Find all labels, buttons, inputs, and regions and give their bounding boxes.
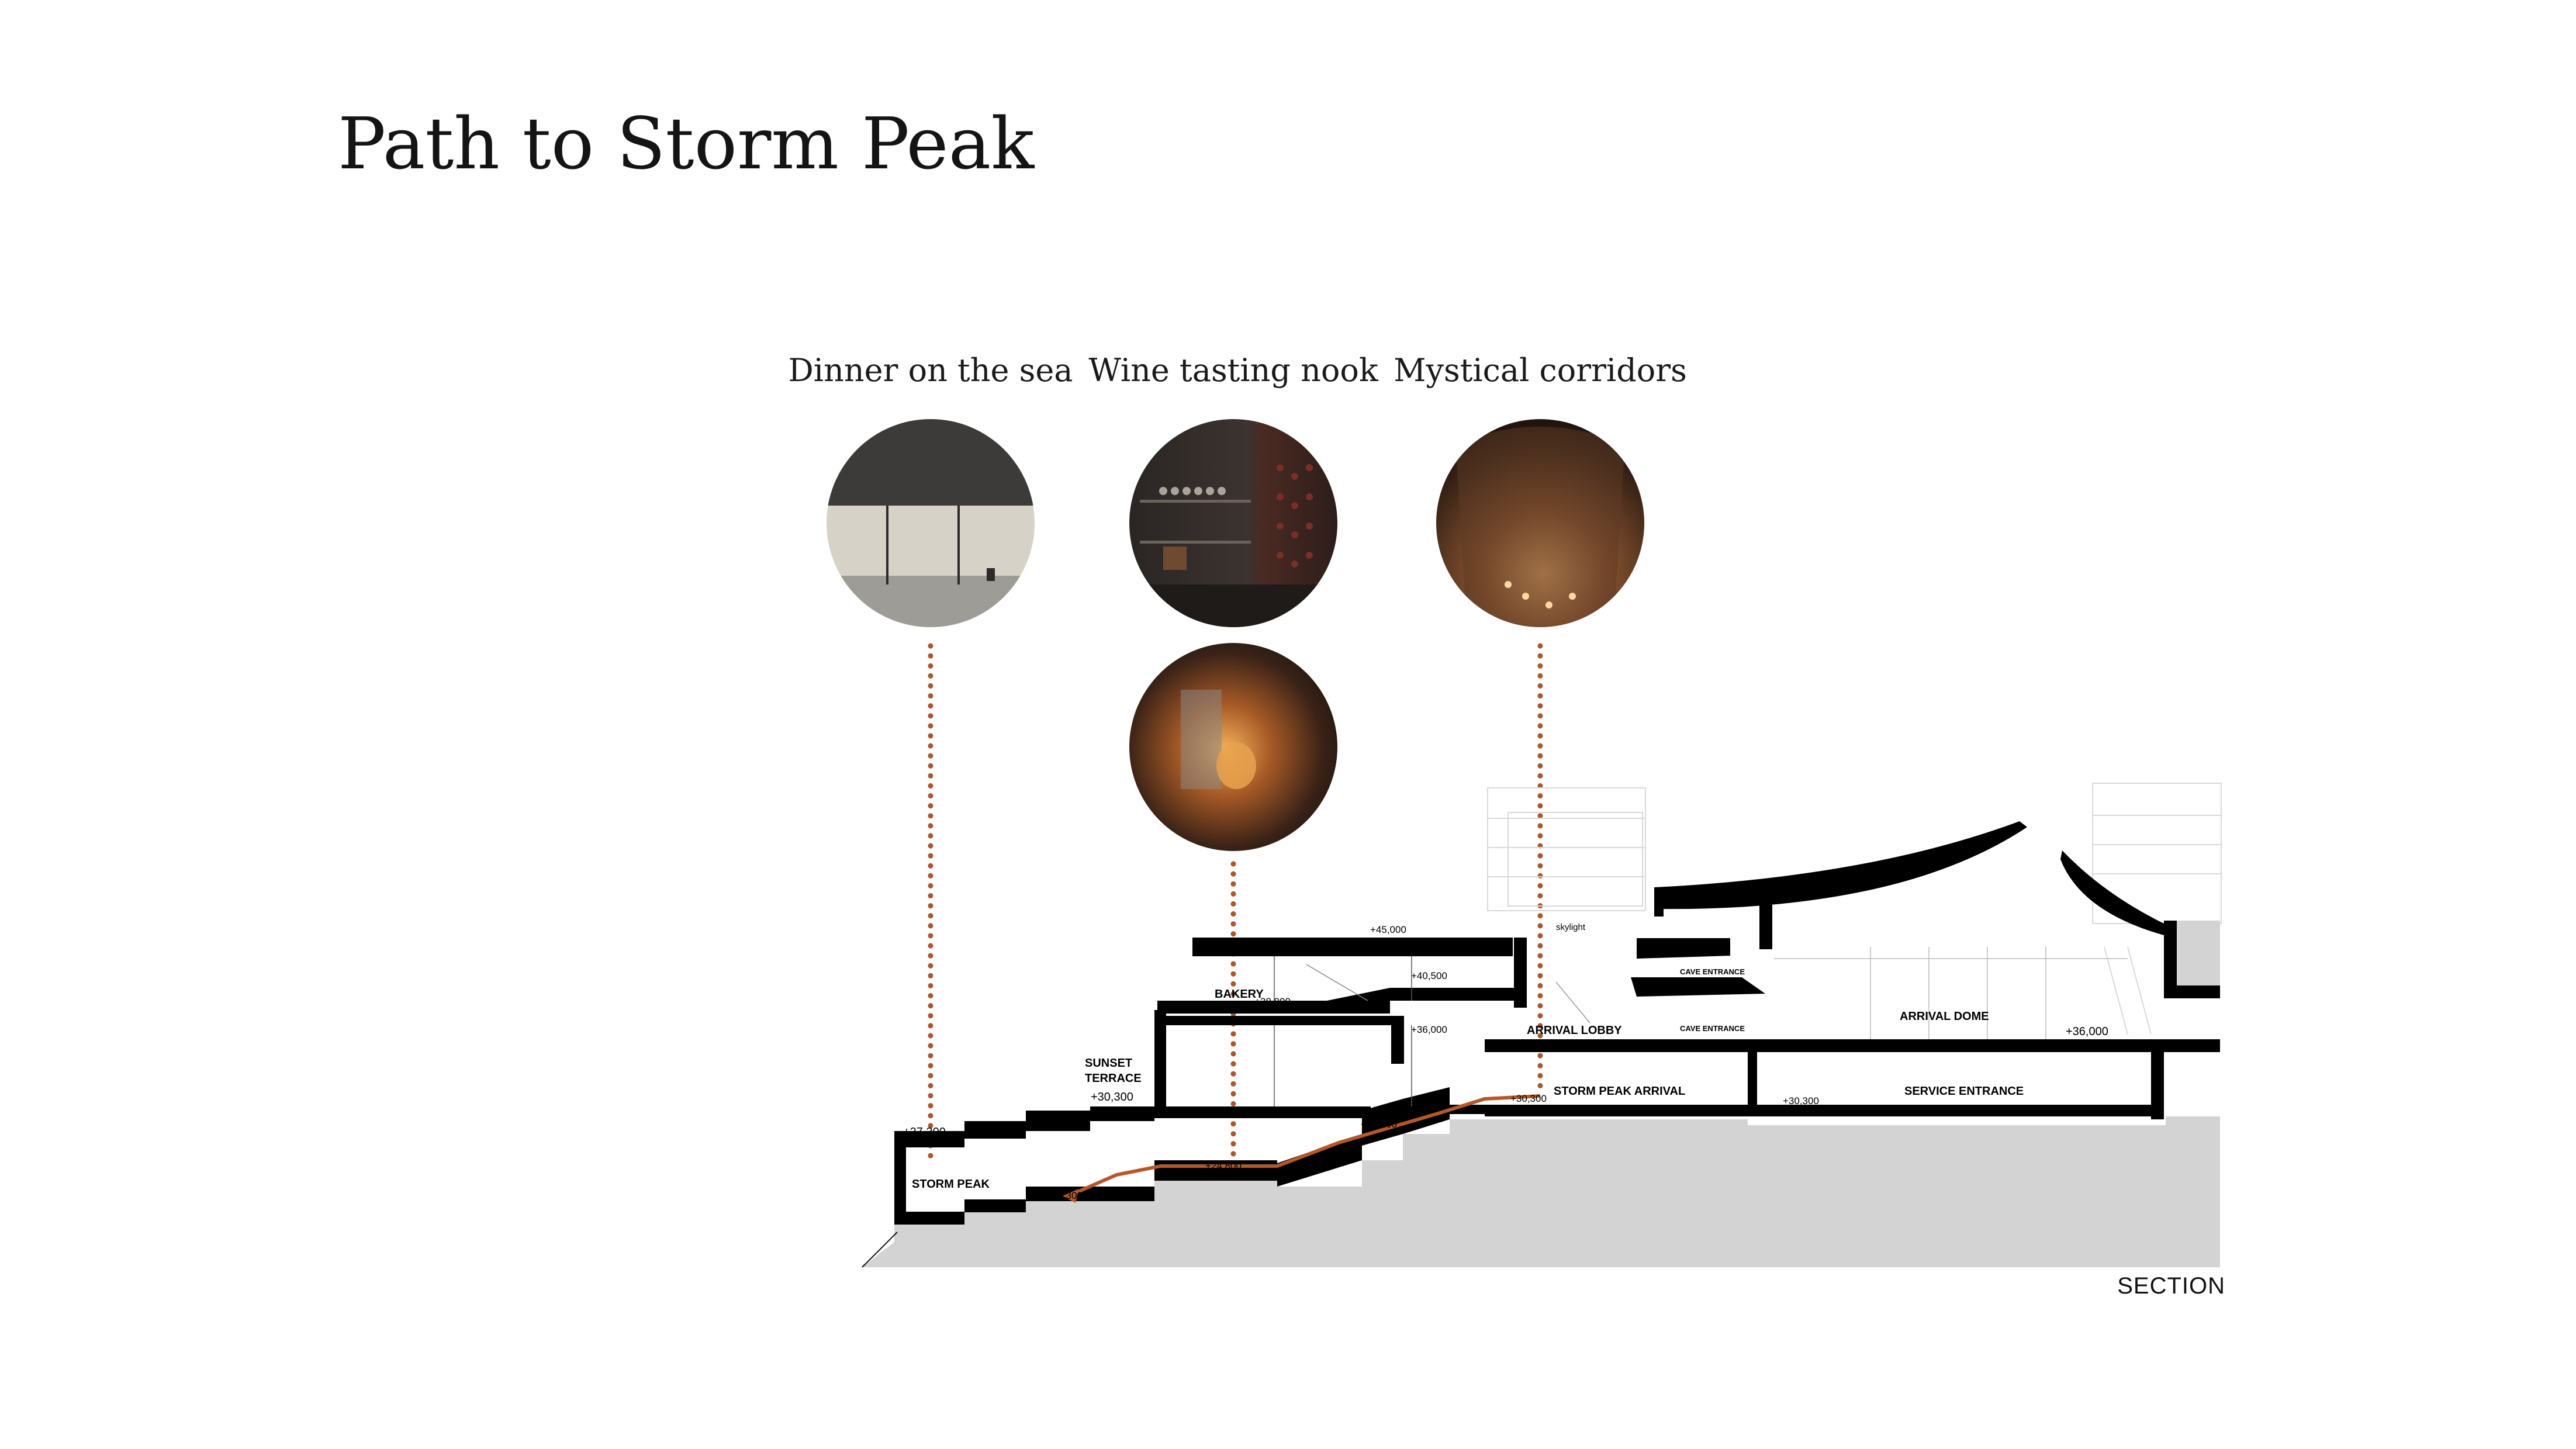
caption-dinner-on-the-sea: Dinner on the sea bbox=[788, 352, 1073, 389]
level-22300: +22,300 bbox=[1046, 1190, 1083, 1201]
photo-mystical-corridors bbox=[1436, 419, 1644, 627]
label-storm-peak-arrival: STORM PEAK ARRIVAL bbox=[1554, 1085, 1686, 1098]
label-storm-peak: STORM PEAK bbox=[912, 1178, 990, 1191]
level-40500: +40,500 bbox=[1411, 970, 1447, 981]
ground-mass bbox=[862, 1116, 2220, 1267]
structure bbox=[894, 821, 2220, 1225]
level-45000: +45,000 bbox=[1370, 924, 1406, 935]
page-title: Path to Storm Peak bbox=[338, 102, 1035, 185]
photo-dinner-on-the-sea bbox=[827, 419, 1035, 627]
path-arrow bbox=[1063, 1189, 1078, 1203]
level-28200: +28,200 bbox=[1361, 1119, 1397, 1130]
label-service-entrance: SERVICE ENTRANCE bbox=[1904, 1085, 2024, 1098]
label-arrival-dome: ARRIVAL DOME bbox=[1900, 1010, 1989, 1023]
photo-wine-tasting-pour bbox=[1129, 643, 1337, 851]
level-24800: +24,800 bbox=[1205, 1160, 1242, 1171]
photo-wine-tasting-nook-cellar bbox=[1129, 419, 1337, 627]
caption-wine-tasting-nook: Wine tasting nook bbox=[1088, 352, 1378, 389]
label-bakery: BAKERY bbox=[1215, 988, 1264, 1001]
section-caption: SECTION bbox=[2117, 1273, 2225, 1299]
level-30300-arrival: +30,300 bbox=[1510, 1093, 1547, 1104]
level-38800: +38,800 bbox=[1254, 996, 1291, 1007]
level-30300-terrace: +30,300 bbox=[1091, 1091, 1133, 1104]
circulation-path bbox=[1069, 1094, 1541, 1197]
level-30300-service: +30,300 bbox=[1783, 1095, 1819, 1106]
label-cave-entrance-lower: CAVE ENTRANCE bbox=[1680, 1024, 1745, 1033]
caption-mystical-corridors: Mystical corridors bbox=[1394, 352, 1687, 389]
level-36000-lobby: +36,000 bbox=[1411, 1024, 1447, 1035]
label-sunset-terrace-line1: SUNSET bbox=[1085, 1057, 1133, 1070]
label-arrival-lobby: ARRIVAL LOBBY bbox=[1527, 1024, 1622, 1037]
label-skylight: skylight bbox=[1556, 922, 1586, 932]
level-27300: +27,300 bbox=[903, 1126, 946, 1139]
label-sunset-terrace-line2: TERRACE bbox=[1085, 1072, 1142, 1085]
background-buildings bbox=[1487, 783, 2222, 1035]
level-36000-dome: +36,000 bbox=[2066, 1025, 2108, 1038]
label-cave-entrance-upper: CAVE ENTRANCE bbox=[1680, 967, 1745, 976]
